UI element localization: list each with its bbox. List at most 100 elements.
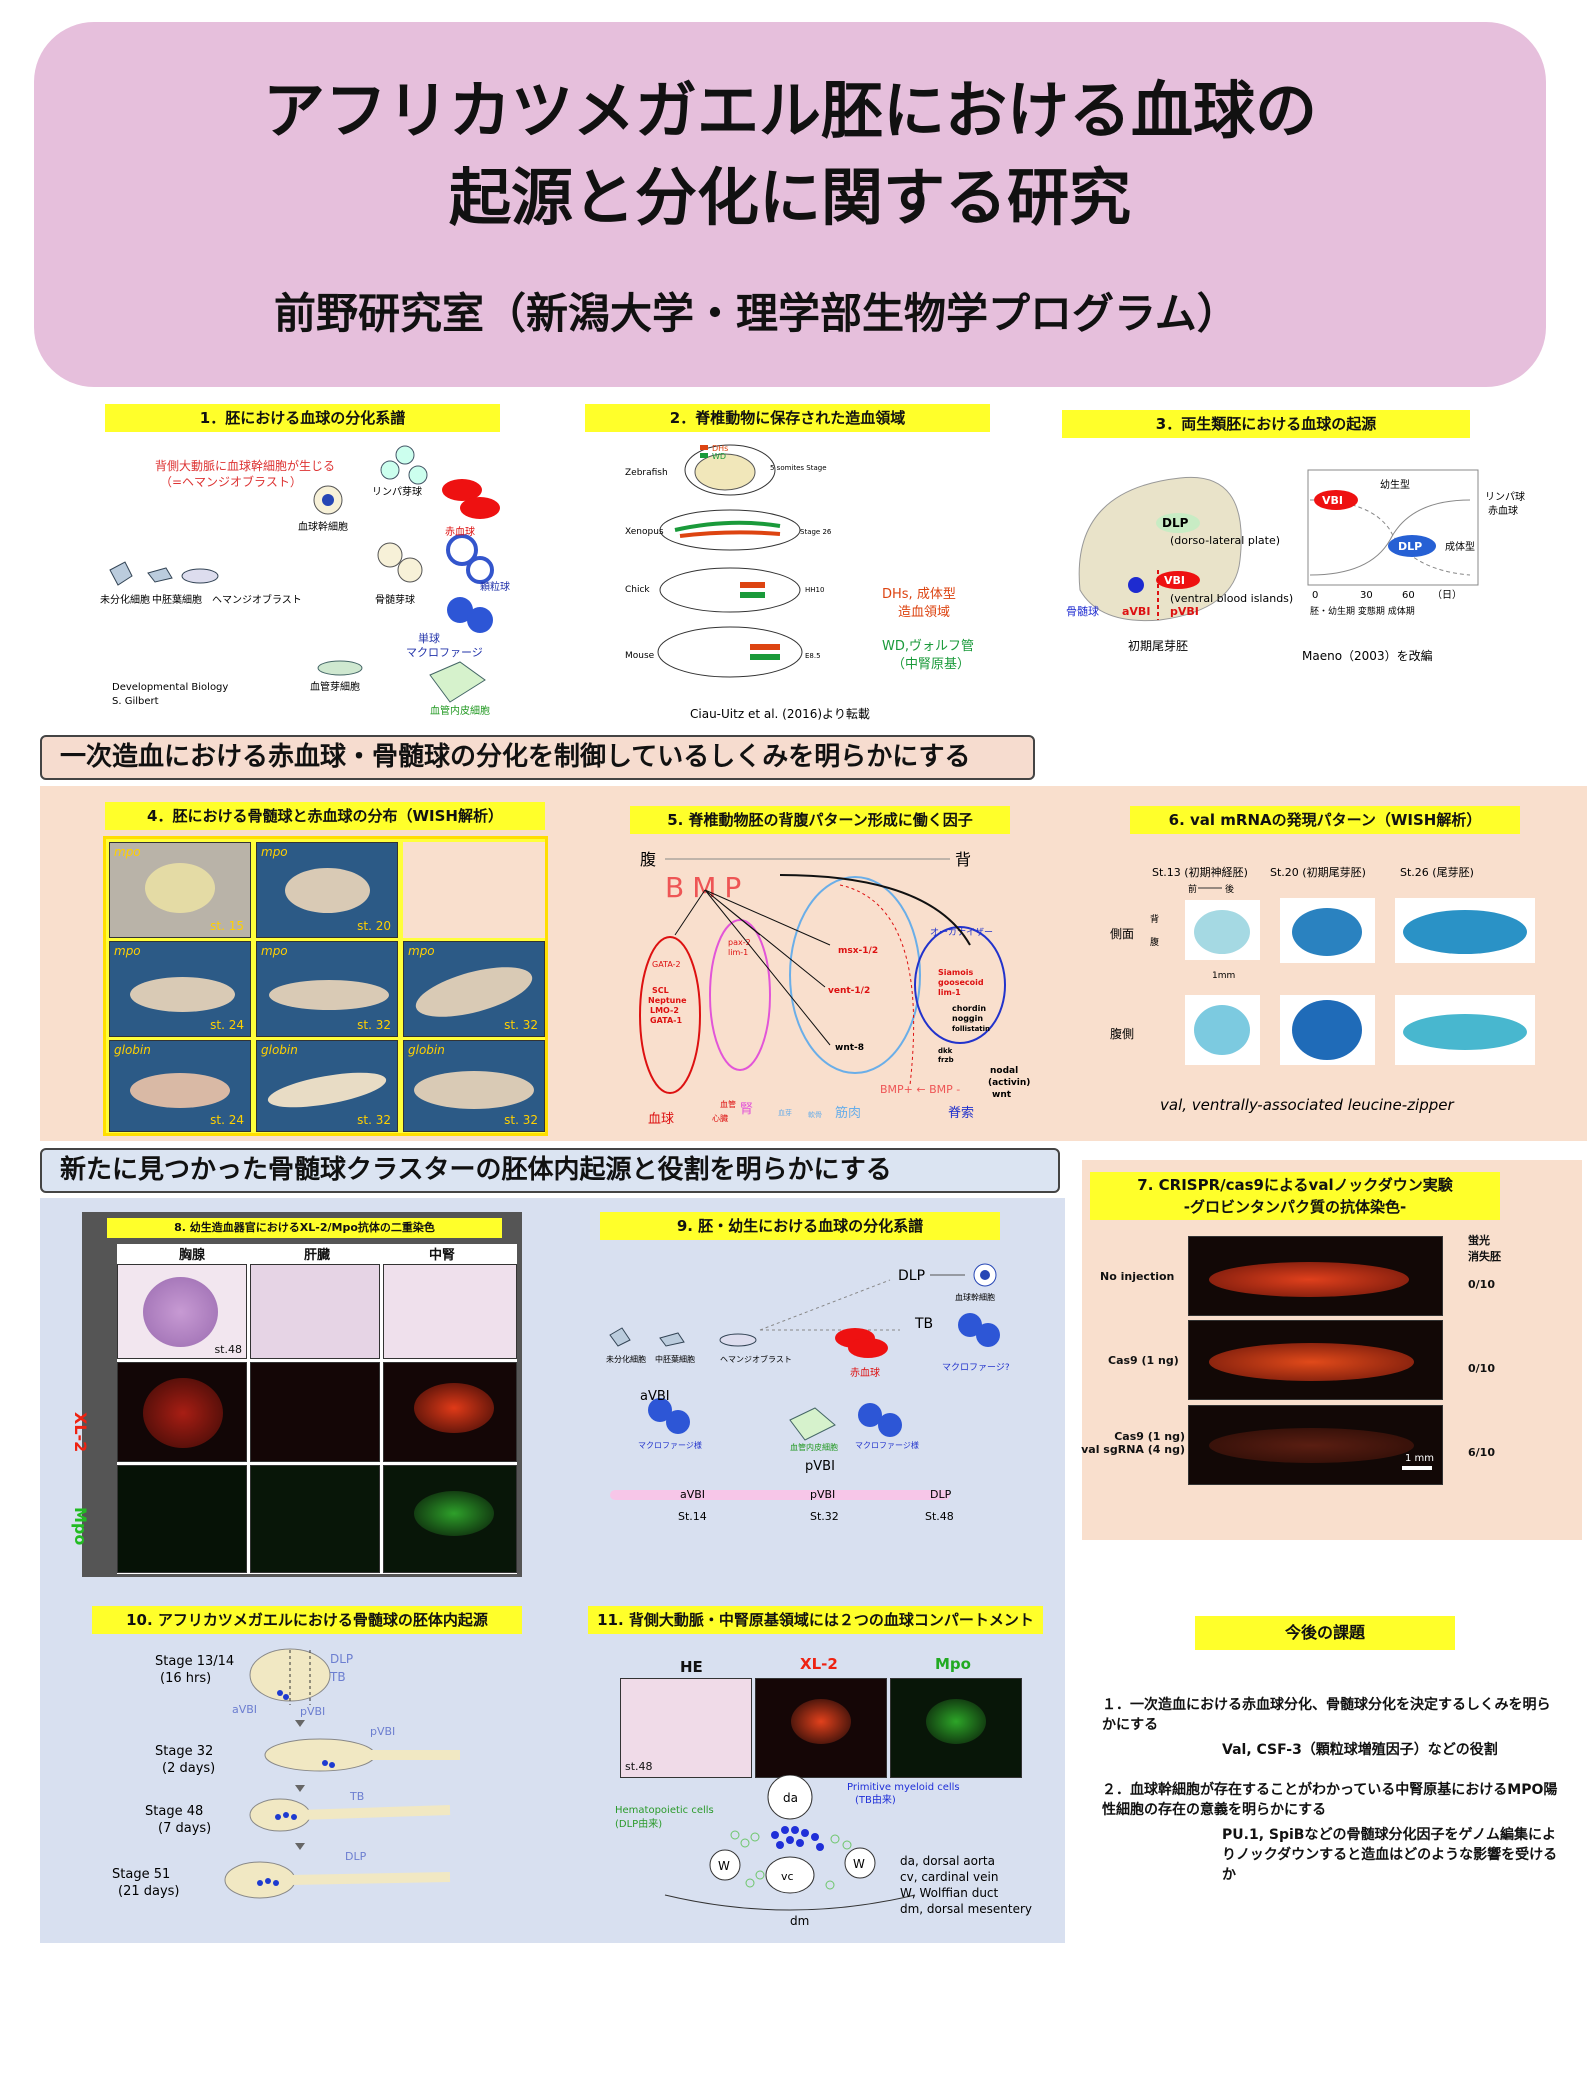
s4-photo-2: mpo st. 20 <box>256 842 398 938</box>
s8-mpo-3 <box>383 1465 517 1573</box>
svg-text:frzb: frzb <box>938 1056 954 1064</box>
svg-text:St.26 (尾芽胚): St.26 (尾芽胚) <box>1400 865 1474 879</box>
svg-text:(16 hrs): (16 hrs) <box>160 1671 211 1686</box>
s5-ventral: 腹 <box>640 850 656 869</box>
svg-text:血管: 血管 <box>720 1099 736 1109</box>
s3-label: 3．両生類胚における血球の起源 <box>1062 410 1470 438</box>
svg-text:マクロファージ様: マクロファージ様 <box>855 1440 919 1450</box>
svg-text:顆粒球: 顆粒球 <box>480 580 510 593</box>
svg-text:WD: WD <box>712 452 726 461</box>
s8-xl2-3 <box>383 1362 517 1462</box>
svg-text:pVBI: pVBI <box>805 1459 835 1474</box>
s5-label: 5. 脊椎動物胚の背腹パターン形成に働く因子 <box>630 806 1010 834</box>
future-p2: ２．血球幹細胞が存在することがわかっている中腎原基におけるMPO陽性細胞の存在の… <box>1102 1782 1558 1818</box>
s7-row-1-name: No injection <box>1100 1270 1175 1283</box>
svg-text:W: W <box>853 1857 865 1871</box>
svg-text:Stage 13/14: Stage 13/14 <box>155 1654 234 1669</box>
s11-col-xl2: XL-2 <box>800 1655 838 1673</box>
svg-text:pVBI: pVBI <box>300 1705 325 1718</box>
title-line2: 起源と分化に関する研究 <box>448 161 1131 234</box>
s8-row-mpo: Mpo <box>71 1507 90 1546</box>
svg-text:マクロファージ様: マクロファージ様 <box>638 1440 702 1450</box>
svg-text:aVBI: aVBI <box>640 1389 670 1404</box>
future-p1: １．一次造血における赤血球分化、骨髄球分化を決定するしくみを明らかにする <box>1102 1697 1551 1733</box>
s1-label: 1．胚における血球の分化系譜 <box>105 404 500 432</box>
svg-text:(2 days): (2 days) <box>162 1761 215 1776</box>
svg-text:dm, dorsal mesentery: dm, dorsal mesentery <box>900 1902 1032 1916</box>
svg-text:pVBI: pVBI <box>370 1725 395 1738</box>
svg-text:(activin): (activin) <box>988 1078 1030 1088</box>
svg-text:(ventral blood islands): (ventral blood islands) <box>1170 592 1293 605</box>
svg-text:E8.5: E8.5 <box>805 652 821 660</box>
svg-text:単球: 単球 <box>418 631 440 645</box>
svg-text:pVBI: pVBI <box>1170 605 1199 618</box>
svg-text:vc: vc <box>781 1870 794 1883</box>
svg-text:lim-1: lim-1 <box>938 988 961 997</box>
svg-text:リンパ芽球: リンパ芽球 <box>372 485 422 498</box>
s6-label: 6. val mRNAの発現パターン（WISH解析） <box>1130 806 1520 834</box>
svg-text:dkk: dkk <box>938 1047 953 1055</box>
svg-text:(21 days): (21 days) <box>118 1884 180 1899</box>
header-banner: アフリカツメガエル胚における血球の 起源と分化に関する研究 前野研究室（新潟大学… <box>34 22 1546 387</box>
svg-text:Chick: Chick <box>625 585 650 595</box>
s11-mpo <box>890 1678 1022 1778</box>
svg-text:骨髄芽球: 骨髄芽球 <box>375 593 415 606</box>
s5-bmp: BMP <box>665 871 749 904</box>
svg-text:GATA-1: GATA-1 <box>650 1016 682 1025</box>
svg-text:VBI: VBI <box>1322 494 1343 507</box>
svg-text:da, dorsal aorta: da, dorsal aorta <box>900 1854 995 1868</box>
s11-xl2 <box>755 1678 887 1778</box>
svg-text:St.48: St.48 <box>925 1510 954 1523</box>
svg-text:脊索: 脊索 <box>948 1106 974 1121</box>
s8-xl2-1 <box>117 1362 247 1462</box>
svg-text:SCL: SCL <box>652 986 669 995</box>
s8-he-3 <box>383 1264 517 1359</box>
s7-label: 7. CRISPR/cas9によるvalノックダウン実験-グロビンタンパク質の抗… <box>1090 1172 1500 1220</box>
future-label: 今後の課題 <box>1195 1616 1455 1650</box>
svg-text:Stage 48: Stage 48 <box>145 1804 203 1819</box>
s4-photo-6: globin st. 24 <box>109 1040 251 1132</box>
svg-text:lim-1: lim-1 <box>728 948 748 957</box>
svg-text:GATA-2: GATA-2 <box>652 960 681 969</box>
s8-frame: 8. 幼生造血器官におけるXL-2/Mpo抗体の二重染色 胸腺 肝臓 中腎 st… <box>71 1212 522 1577</box>
svg-text:血球: 血球 <box>648 1112 674 1127</box>
svg-text:Hematopoietic cells: Hematopoietic cells <box>615 1805 714 1816</box>
title-line1: アフリカツメガエル胚における血球の <box>262 74 1317 147</box>
svg-text:(dorso-lateral plate): (dorso-lateral plate) <box>1170 534 1280 547</box>
band-1: 一次造血における赤血球・骨髄球の分化を制御しているしくみを明らかにする <box>40 735 1035 780</box>
svg-text:Primitive myeloid cells: Primitive myeloid cells <box>847 1782 960 1793</box>
svg-text:Stage 32: Stage 32 <box>155 1744 213 1759</box>
svg-text:血管芽細胞: 血管芽細胞 <box>310 680 360 693</box>
svg-text:血管内皮細胞: 血管内皮細胞 <box>430 704 490 717</box>
svg-text:中胚葉細胞: 中胚葉細胞 <box>655 1354 695 1364</box>
s5-dorsal: 背 <box>955 850 971 869</box>
s10-label: 10. アフリカツメガエルにおける骨髄球の胚体内起源 <box>92 1606 522 1634</box>
s11-label: 11. 背側大動脈・中腎原基領域には２つの血球コンパートメント <box>588 1606 1043 1634</box>
s7-row-2-count: 0/10 <box>1468 1362 1495 1375</box>
svg-text:wnt-8: wnt-8 <box>835 1043 864 1053</box>
svg-text:(TB由来): (TB由来) <box>855 1793 896 1806</box>
s1-progenitors <box>109 445 500 703</box>
svg-text:5 somites Stage: 5 somites Stage <box>770 464 827 472</box>
s5-diagram: 腹 背 BMP GATA-2 SCL Neptune LMO-2 GATA-1 … <box>639 850 1030 1127</box>
svg-text:noggin: noggin <box>952 1014 983 1023</box>
lab-name: 前野研究室（新潟大学・理学部生物学プログラム） <box>274 289 1239 338</box>
s4-photo-1: mpo st. 15 <box>109 842 251 938</box>
s1-note: 背側大動脈に血球幹細胞が生じる <box>155 458 335 473</box>
svg-text:後: 後 <box>1225 883 1234 895</box>
svg-text:TB: TB <box>329 1670 346 1684</box>
s8-he-1: st.48 <box>117 1264 247 1359</box>
svg-text:背: 背 <box>1150 913 1159 925</box>
s4-photo-8: globin st. 32 <box>403 1040 545 1132</box>
svg-text:Neptune: Neptune <box>648 996 687 1005</box>
svg-text:筋肉: 筋肉 <box>835 1105 861 1121</box>
s8-mpo-1 <box>117 1465 247 1573</box>
svg-text:成体型: 成体型 <box>1445 540 1475 553</box>
svg-text:リンパ球: リンパ球 <box>1485 490 1525 503</box>
svg-text:DLP: DLP <box>930 1488 952 1501</box>
s3-diagram: DLP (dorso-lateral plate) VBI (ventral b… <box>1066 469 1525 663</box>
svg-text:cv, cardinal vein: cv, cardinal vein <box>900 1870 998 1884</box>
s4-photo-5: mpo st. 32 <box>403 941 545 1037</box>
s8-col-3: 中腎 <box>428 1248 455 1263</box>
svg-text:TB: TB <box>914 1316 933 1332</box>
